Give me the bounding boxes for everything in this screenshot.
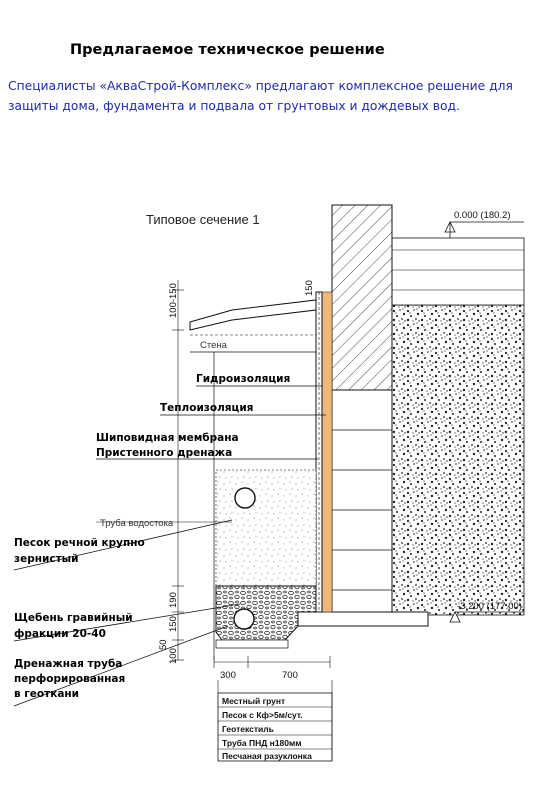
- dim-190: 190: [168, 592, 179, 608]
- label-wall: Стена: [200, 340, 228, 351]
- page-title: Предлагаемое техническое решение: [70, 42, 385, 58]
- sand-backfill: [215, 469, 317, 587]
- insulation-layer: [321, 291, 333, 613]
- callout-sand-1: Песок речной крупно: [14, 537, 145, 549]
- legend-item-4: Песчаная разуклонка: [222, 751, 312, 761]
- downpipe: [234, 487, 256, 509]
- blind-area: [189, 299, 317, 331]
- elevation-bottom: -3.200 (177.00): [457, 601, 522, 612]
- callout-insulation: Теплоизоляция: [160, 402, 253, 414]
- sand-base: [215, 639, 289, 649]
- legend-item-1: Песок с Кф>5м/сут.: [222, 710, 303, 720]
- dim-100: 100: [168, 648, 179, 664]
- drain-pipe: [233, 608, 255, 630]
- dim-100-150: 100-150: [168, 283, 179, 318]
- callout-drainpipe-3: в геоткани: [14, 688, 79, 700]
- footing: [297, 611, 429, 627]
- callout-drainpipe-1: Дренажная труба: [14, 658, 122, 670]
- floor-slab: [391, 237, 525, 306]
- upper-wall: [331, 204, 393, 391]
- foundation-wall: [331, 389, 393, 613]
- callout-sand-2: зернистый: [14, 553, 79, 565]
- dim-700: 700: [282, 670, 298, 681]
- section-title: Типовое сечение 1: [146, 212, 260, 227]
- elevation-top: 0.000 (180.2): [454, 210, 511, 221]
- legend-item-0: Местный грунт: [222, 696, 285, 706]
- soil-area: [391, 304, 525, 616]
- intro-text: Специалисты «АкваСтрой-Комплекс» предлаг…: [8, 79, 513, 113]
- dim-150-top: 150: [304, 280, 315, 296]
- legend-item-2: Геотекстиль: [222, 724, 274, 734]
- callout-drainpipe-2: перфорированная: [14, 673, 125, 685]
- callout-waterproofing: Гидроизоляция: [196, 373, 290, 385]
- dim-50: 50: [158, 639, 169, 650]
- callout-membrane-2: Пристенного дренажа: [96, 447, 232, 459]
- legend-item-3: Труба ПНД н180мм: [222, 738, 302, 748]
- callout-membrane-1: Шиповидная мембрана: [96, 432, 239, 444]
- dim-300: 300: [220, 670, 236, 681]
- dim-150: 150: [168, 616, 179, 632]
- legend-table: [217, 692, 333, 762]
- callout-gravel-1: Щебень гравийный: [14, 612, 133, 624]
- callout-gravel-2: фракции 20-40: [14, 628, 106, 640]
- label-pipe-drain: Труба водостока: [100, 518, 174, 529]
